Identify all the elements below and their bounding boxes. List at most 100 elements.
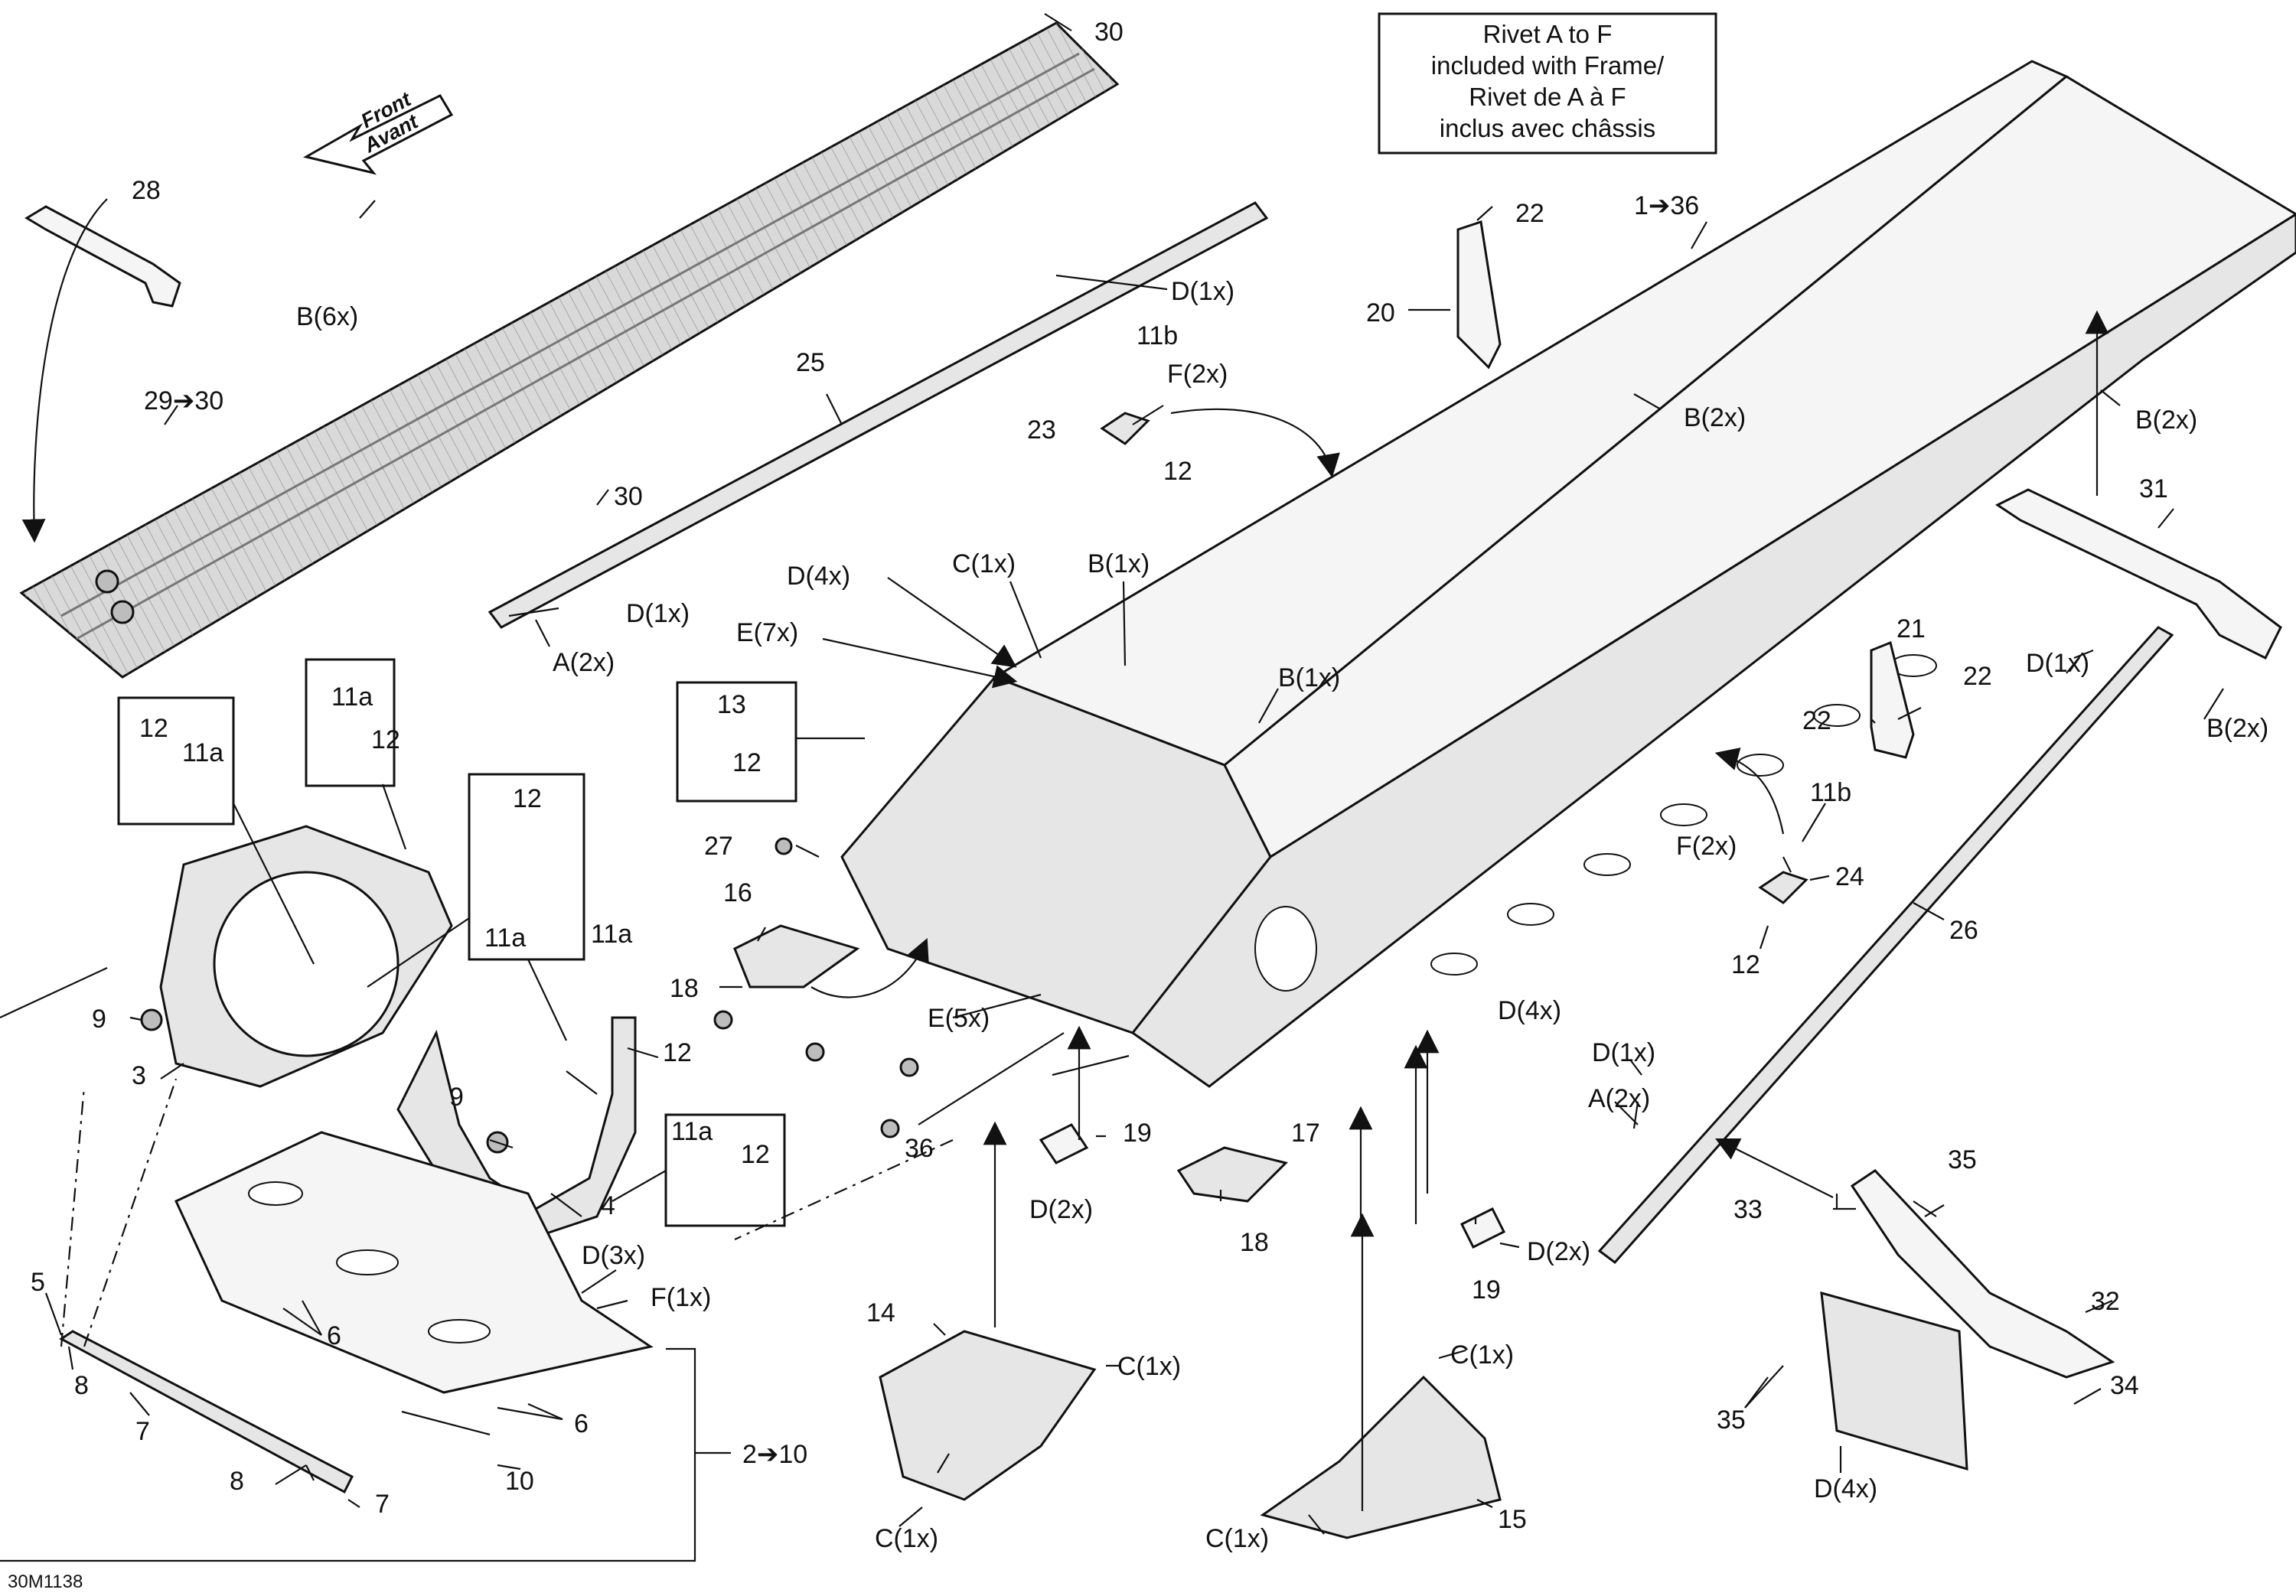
label-26: 26 (1949, 916, 1978, 945)
label-15: 15 (1498, 1505, 1527, 1534)
tunnel-frame (840, 60, 2296, 1088)
front-direction-arrow: Front Avant (302, 87, 454, 175)
tunnel-vent-holes (1254, 654, 1937, 992)
label-17: 17 (1291, 1119, 1320, 1148)
note-line-4: inclus avec châssis (1440, 114, 1655, 142)
label-5: 5 (31, 1268, 45, 1297)
bracket-28 (24, 205, 181, 308)
front-frame-3 (159, 825, 453, 1088)
label-d1x-b: D(1x) (626, 599, 690, 628)
label-14: 14 (866, 1298, 895, 1327)
label-d4x-a: D(4x) (787, 562, 850, 591)
label-12-box4: 12 (741, 1140, 770, 1169)
label-18-b: 18 (1240, 1228, 1269, 1257)
label-d3x: D(3x) (582, 1241, 645, 1270)
note-line-3: Rivet de A à F (1469, 83, 1626, 111)
kit-bracket-2-10 (0, 967, 731, 1562)
label-11a-box1: 11a (182, 738, 223, 767)
label-c1x-b: C(1x) (1117, 1352, 1181, 1381)
hardware-box-2 (305, 658, 396, 787)
leader-lines (21, 13, 2224, 1535)
label-35-b: 35 (1717, 1405, 1746, 1435)
label-24: 24 (1835, 862, 1864, 891)
label-b1x-b: B(1x) (1278, 663, 1340, 692)
label-36: 36 (905, 1134, 934, 1163)
bumper-bar-5 (59, 1330, 354, 1494)
label-b2x-b: B(2x) (2135, 406, 2197, 435)
label-10: 10 (505, 1467, 534, 1496)
label-19-b: 19 (1472, 1275, 1501, 1304)
label-25: 25 (796, 348, 825, 377)
label-c1x-e: C(1x) (1205, 1524, 1269, 1553)
slide-rail-26 (1597, 626, 2174, 1265)
label-f2x-b: F(2x) (1676, 832, 1737, 861)
label-12-box1: 12 (139, 714, 168, 743)
label-d1x-c: D(1x) (2026, 649, 2089, 678)
label-c1x-a: C(1x) (952, 549, 1016, 578)
plate-19-a (1039, 1123, 1089, 1164)
skid-plate (174, 1131, 654, 1394)
label-8-a: 8 (74, 1371, 89, 1400)
label-18-a: 18 (670, 974, 699, 1003)
plate-19-b (1459, 1207, 1506, 1249)
bracket-31 (1995, 488, 2282, 660)
label-34: 34 (2110, 1371, 2139, 1400)
label-e5x: E(5x) (928, 1004, 990, 1033)
label-7-a: 7 (135, 1417, 150, 1446)
bracket-20 (1456, 220, 1502, 370)
label-e7x: E(7x) (736, 618, 798, 647)
label-21: 21 (1896, 614, 1926, 643)
label-8-b: 8 (230, 1467, 244, 1496)
label-d2x-a: D(2x) (1029, 1195, 1093, 1224)
footrest-15 (1260, 1375, 1502, 1539)
label-b1x-a: B(1x) (1088, 549, 1150, 578)
label-35-a: 35 (1948, 1145, 1977, 1174)
label-13: 13 (717, 690, 746, 719)
label-d1x-d: D(1x) (1592, 1038, 1655, 1067)
hardware-box-13 (676, 681, 797, 803)
label-d2x-b: D(2x) (1527, 1237, 1590, 1266)
label-11a-box4: 11a (671, 1117, 713, 1146)
label-f2x-a: F(2x) (1167, 360, 1228, 389)
label-b2x-c: B(2x) (2206, 714, 2268, 743)
heat-exchanger-panel (19, 21, 1120, 679)
label-12-c: 12 (1731, 950, 1760, 979)
note-line-2: included with Frame/ (1431, 51, 1665, 80)
label-6-b: 6 (574, 1409, 589, 1438)
label-6-a: 6 (327, 1321, 341, 1350)
label-20: 20 (1366, 298, 1395, 327)
label-b6x: B(6x) (296, 302, 358, 331)
label-d4x-c: D(4x) (1814, 1474, 1877, 1503)
label-27: 27 (704, 832, 733, 861)
label-28: 28 (132, 176, 161, 205)
figure-code: 30M1138 (8, 1572, 83, 1592)
label-2-10: 2➔10 (742, 1440, 807, 1469)
label-a2x-a: A(2x) (553, 648, 615, 677)
label-9-b: 9 (449, 1083, 464, 1112)
label-a2x-b: A(2x) (1588, 1084, 1650, 1113)
label-33: 33 (1733, 1195, 1763, 1224)
bracket-21 (1870, 640, 1915, 759)
label-b2x-a: B(2x) (1684, 403, 1746, 432)
hardware-box-3 (468, 773, 585, 961)
label-22-b: 22 (1963, 662, 1992, 691)
label-9-a: 9 (92, 1005, 106, 1034)
label-30-top: 30 (1094, 18, 1124, 47)
callout-labels: 30 28 B(6x) 29➔30 30 D(1x) 25 D(1x) A(2x… (8, 18, 2268, 1592)
label-23: 23 (1027, 415, 1056, 445)
bumper-9-a (140, 1008, 163, 1031)
label-30-mid: 30 (614, 482, 643, 511)
bracket-17 (1176, 1146, 1288, 1203)
label-12-b: 12 (732, 748, 762, 777)
note-line-1: Rivet A to F (1483, 20, 1613, 48)
label-12-a: 12 (1163, 457, 1192, 486)
label-12-box2: 12 (371, 725, 400, 754)
label-11b-b: 11b (1810, 778, 1851, 807)
hardware-box-4 (664, 1113, 786, 1227)
label-11a-d: 11a (591, 920, 632, 949)
label-d4x-b: D(4x) (1498, 996, 1561, 1025)
bracket-23 (1100, 412, 1150, 445)
label-4: 4 (601, 1191, 615, 1220)
label-d1x-a: D(1x) (1171, 277, 1234, 306)
